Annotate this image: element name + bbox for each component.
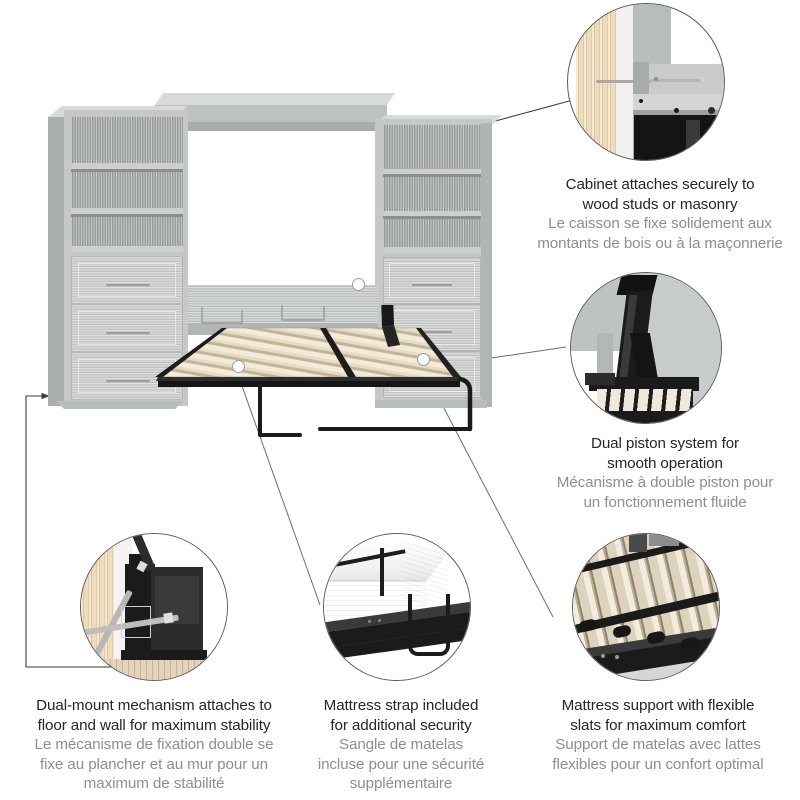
detail-circle-flexible-slats xyxy=(572,533,720,681)
left-drawer-1 xyxy=(71,256,183,304)
caption-en-line-2: smooth operation xyxy=(607,454,723,472)
left-drawer-2-handle xyxy=(106,332,150,334)
bridge-underside xyxy=(163,122,379,131)
caption-fr-line-1: Mécanisme à double piston pour xyxy=(556,474,774,491)
left-drawer-2 xyxy=(71,304,183,352)
caption-fr-line-1: Le caisson se fixe solidement aux xyxy=(548,215,772,232)
caption-en-line-1: Dual piston system for xyxy=(590,435,740,452)
left-cabinet-side-panel xyxy=(48,117,64,406)
detail-image-wooden-slats-on-frame xyxy=(573,534,719,680)
caption-en-line-1: Mattress strap included xyxy=(323,697,479,714)
caption-dual-mount: Dual-mount mechanism attaches to floor a… xyxy=(8,696,300,794)
caption-cabinet-attachment: Cabinet attaches securely to wood studs … xyxy=(520,175,800,253)
detail-image-bracket-with-screws xyxy=(81,534,227,680)
left-cabinet xyxy=(48,106,188,411)
caption-fr-line-1: Sangle de matelas xyxy=(338,736,464,753)
callout-dot-mattress-strap xyxy=(232,360,245,373)
caption-fr-line-2: flexibles pour un confort optimal xyxy=(552,755,764,773)
caption-fr-line-3: maximum de stabilité xyxy=(83,775,225,792)
caption-fr-line-1: Le mécanisme de fixation double se xyxy=(34,736,274,753)
detail-image-wall-stud-screw-cross-section xyxy=(568,4,724,160)
left-drawer-3 xyxy=(71,352,183,400)
right-drawer-1 xyxy=(383,257,481,304)
right-cabinet-shelf-cavity xyxy=(383,125,481,253)
caption-fr-line-3: supplémentaire xyxy=(349,775,453,792)
caption-flexible-slats: Mattress support with flexible slats for… xyxy=(516,696,800,774)
caption-fr-line-2: fixe au plancher et au mur pour un xyxy=(40,755,268,773)
left-drawer-1-handle xyxy=(106,284,150,286)
right-cabinet-base xyxy=(375,400,487,408)
caption-fr-line-2: montants de bois ou à la maçonnerie xyxy=(537,234,783,252)
right-shelf-3 xyxy=(383,247,481,253)
caption-dual-piston: Dual piston system for smooth operation … xyxy=(525,434,800,512)
detail-circle-mattress-strap xyxy=(323,533,471,681)
caption-fr-line-1: Support de matelas avec lattes xyxy=(555,736,761,753)
callout-dot-piston xyxy=(352,278,365,291)
bridge-top-surface xyxy=(155,93,395,105)
bed-cavity-back-panel xyxy=(188,285,378,323)
right-drawer-1-handle xyxy=(412,284,452,286)
right-drawer-2-handle xyxy=(412,331,452,333)
caption-en-line-2: for additional security xyxy=(330,716,472,734)
detail-image-black-piston-mechanism xyxy=(571,273,721,423)
right-cabinet-side-panel xyxy=(481,123,492,407)
caption-en-line-2: floor and wall for maximum stability xyxy=(37,716,271,734)
bridge-front-face xyxy=(155,105,387,122)
caption-en-line-2: slats for maximum comfort xyxy=(570,716,746,734)
murphy-bed-platform xyxy=(155,305,473,437)
caption-en-line-1: Cabinet attaches securely to xyxy=(565,176,755,193)
caption-en-line-1: Mattress support with flexible xyxy=(561,697,755,714)
left-drawer-3-handle xyxy=(106,380,150,382)
caption-fr-line-2: un fonctionnement fluide xyxy=(583,493,747,511)
detail-circle-dual-piston xyxy=(570,272,722,424)
caption-en-line-1: Dual-mount mechanism attaches to xyxy=(36,697,272,714)
callout-dot-slats xyxy=(417,353,430,366)
product-illustration xyxy=(30,90,550,440)
left-shelf-1 xyxy=(71,163,183,169)
detail-image-mattress-with-strap xyxy=(324,534,470,680)
left-shelf-3 xyxy=(71,246,183,252)
detail-circle-cabinet-attachment xyxy=(567,3,725,161)
detail-circle-dual-mount xyxy=(80,533,228,681)
left-cabinet-shelf-cavity xyxy=(71,117,183,252)
right-shelf-1 xyxy=(383,169,481,174)
left-cabinet-base xyxy=(56,401,183,409)
caption-en-line-2: wood studs or masonry xyxy=(582,195,738,213)
caption-fr-line-2: incluse pour une sécurité xyxy=(317,755,485,773)
caption-mattress-strap: Mattress strap included for additional s… xyxy=(295,696,507,794)
right-shelf-2 xyxy=(383,211,481,216)
left-shelf-2 xyxy=(71,208,183,214)
